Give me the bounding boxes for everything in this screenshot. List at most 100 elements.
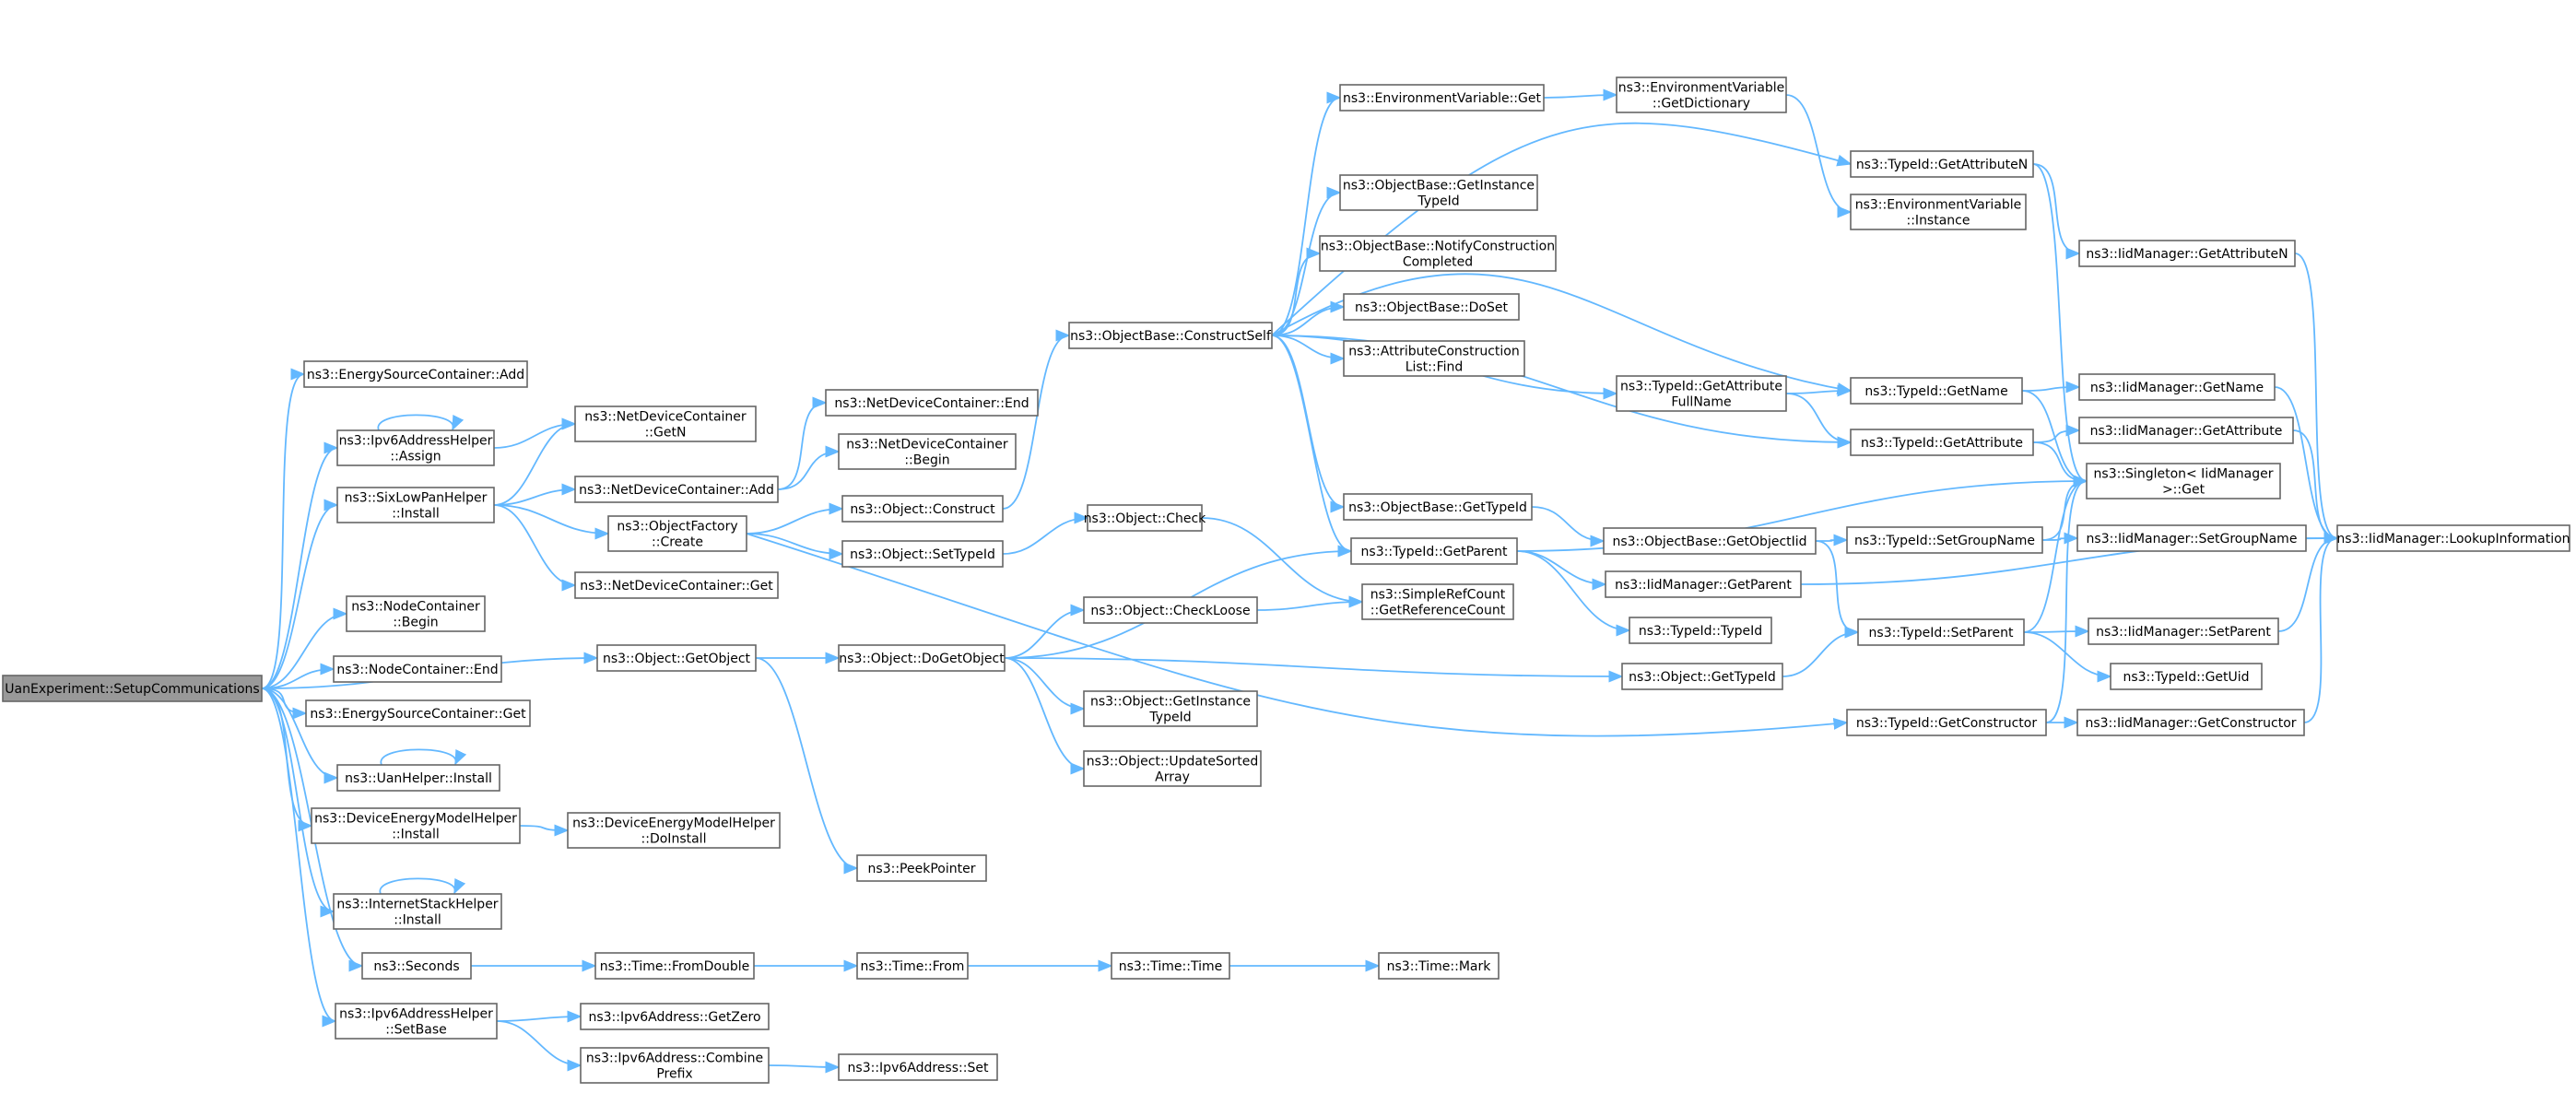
node-esc-get[interactable]: ns3::EnergySourceContainer::Get: [305, 699, 531, 727]
node-iid-getattribute[interactable]: ns3::IidManager::GetAttribute: [2078, 417, 2294, 444]
node-time-time[interactable]: ns3::Time::Time: [1111, 952, 1230, 980]
node-label: ::Install: [394, 913, 441, 928]
node-seconds[interactable]: ns3::Seconds: [361, 952, 472, 980]
node-of-create[interactable]: ns3::ObjectFactory::Create: [607, 515, 747, 552]
node-time-mark[interactable]: ns3::Time::Mark: [1378, 952, 1500, 980]
node-dem-doinstall[interactable]: ns3::DeviceEnergyModelHelper::DoInstall: [567, 812, 781, 849]
node-tid-getattributen[interactable]: ns3::TypeId::GetAttributeN: [1850, 150, 2034, 178]
node-box: [580, 1003, 770, 1030]
node-ndc-getn[interactable]: ns3::NetDeviceContainer::GetN: [574, 405, 757, 442]
node-iid-getparent[interactable]: ns3::IidManager::GetParent: [1605, 570, 1802, 598]
node-sixlow[interactable]: ns3::SixLowPanHelper::Install: [336, 487, 495, 523]
node-ob-gettypeid[interactable]: ns3::ObjectBase::GetTypeId: [1343, 493, 1533, 521]
node-tid-setparent[interactable]: ns3::TypeId::SetParent: [1857, 618, 2025, 646]
node-tid-getconstructor[interactable]: ns3::TypeId::GetConstructor: [1846, 709, 2047, 736]
node-box: [1068, 322, 1273, 349]
node-ev-getdict[interactable]: ns3::EnvironmentVariable::GetDictionary: [1616, 76, 1787, 113]
node-iid-getname[interactable]: ns3::IidManager::GetName: [2078, 373, 2276, 401]
node-ipv6-setbase[interactable]: ns3::Ipv6AddressHelper::SetBase: [335, 1003, 498, 1040]
node-label: ns3::Time::FromDouble: [600, 959, 750, 974]
node-box: [1603, 527, 1817, 555]
node-obj-gettypeid[interactable]: ns3::Object::GetTypeId: [1621, 663, 1783, 690]
node-ob-constructself[interactable]: ns3::ObjectBase::ConstructSelf: [1068, 322, 1273, 349]
node-label: ::Install: [392, 507, 440, 522]
node-tid-getattribute[interactable]: ns3::TypeId::GetAttribute: [1850, 429, 2034, 456]
node-obj-checkloose[interactable]: ns3::Object::CheckLoose: [1083, 596, 1258, 624]
node-src-getrefcount[interactable]: ns3::SimpleRefCount::GetReferenceCount: [1361, 583, 1514, 620]
node-tid-getuid[interactable]: ns3::TypeId::GetUid: [2110, 663, 2263, 690]
node-obj-settypeid[interactable]: ns3::Object::SetTypeId: [841, 540, 1004, 568]
node-root[interactable]: UanExperiment::SetupCommunications: [2, 675, 263, 702]
node-label: ns3::TypeId::GetAttribute: [1620, 380, 1782, 394]
edge-tid-getparent-to-tid-typeid: [1516, 550, 1631, 637]
edge-ipv6-assign-to-ipv6-assign: [377, 414, 465, 431]
node-ipv6-getzero[interactable]: ns3::Ipv6Address::GetZero: [580, 1003, 770, 1030]
node-iid-lookup[interactable]: ns3::IidManager::LookupInformation: [2336, 524, 2570, 552]
node-dem-install[interactable]: ns3::DeviceEnergyModelHelper::Install: [311, 807, 521, 844]
node-nc-begin[interactable]: ns3::NodeContainer::Begin: [346, 595, 486, 632]
node-esc-add[interactable]: ns3::EnergySourceContainer::Add: [303, 360, 528, 388]
node-peekpointer[interactable]: ns3::PeekPointer: [856, 854, 987, 882]
node-ob-getobjectiid[interactable]: ns3::ObjectBase::GetObjectIid: [1603, 527, 1817, 555]
edge-ndc-add-to-ndc-end: [777, 396, 828, 490]
node-obj-construct[interactable]: ns3::Object::Construct: [841, 495, 1004, 523]
node-uan-install[interactable]: ns3::UanHelper::Install: [336, 764, 500, 792]
node-box: [1343, 493, 1533, 521]
edge-obj-dogetobject-to-obj-updatesorted: [1004, 657, 1086, 775]
edge-root-to-ipv6-assign: [261, 441, 339, 689]
edge-tid-setparent-to-iid-setparent: [2023, 625, 2090, 638]
node-label: UanExperiment::SetupCommunications: [5, 682, 259, 697]
node-nc-end[interactable]: ns3::NodeContainer::End: [333, 655, 502, 683]
node-box: [838, 1053, 998, 1081]
node-box: [1319, 235, 1557, 272]
node-obj-check[interactable]: ns3::Object::Check: [1084, 504, 1206, 532]
node-iid-setparent[interactable]: ns3::IidManager::SetParent: [2088, 617, 2279, 645]
node-iid-getattributen[interactable]: ns3::IidManager::GetAttributeN: [2078, 240, 2296, 267]
node-tid-getname[interactable]: ns3::TypeId::GetName: [1850, 377, 2023, 405]
node-label: ns3::TypeId::SetParent: [1869, 626, 2014, 641]
node-label: ns3::Object::GetObject: [603, 652, 751, 666]
node-iid-setgroupname[interactable]: ns3::IidManager::SetGroupName: [2076, 524, 2307, 552]
node-ob-notify[interactable]: ns3::ObjectBase::NotifyConstructionCompl…: [1319, 235, 1557, 272]
edge-root-to-ipv6-setbase: [261, 688, 337, 1028]
node-ipv6-set[interactable]: ns3::Ipv6Address::Set: [838, 1053, 998, 1081]
node-obj-getobject[interactable]: ns3::Object::GetObject: [596, 644, 757, 672]
node-tid-setgroupname[interactable]: ns3::TypeId::SetGroupName: [1846, 526, 2043, 554]
node-time-from[interactable]: ns3::Time::From: [856, 952, 969, 980]
node-ndc-end[interactable]: ns3::NetDeviceContainer::End: [825, 389, 1039, 417]
node-ish-install[interactable]: ns3::InternetStackHelper::Install: [333, 893, 502, 930]
node-label: FullName: [1671, 395, 1731, 410]
node-label: ::Assign: [390, 450, 441, 464]
node-time-fromdouble[interactable]: ns3::Time::FromDouble: [594, 952, 755, 980]
node-ndc-begin[interactable]: ns3::NetDeviceContainer::Begin: [838, 433, 1017, 470]
node-ndc-get[interactable]: ns3::NetDeviceContainer::Get: [574, 571, 779, 599]
node-ipv6-assign[interactable]: ns3::Ipv6AddressHelper::Assign: [336, 429, 495, 466]
node-box: [2088, 617, 2279, 645]
node-label: ns3::NetDeviceContainer::End: [834, 396, 1029, 411]
node-box: [1343, 340, 1525, 377]
node-obj-dogetobject[interactable]: ns3::Object::DoGetObject: [838, 644, 1006, 672]
node-label: ::GetReferenceCount: [1370, 604, 1506, 618]
node-label: ns3::EnvironmentVariable: [1618, 81, 1785, 96]
node-iid-getconstructor[interactable]: ns3::IidManager::GetConstructor: [2076, 709, 2305, 736]
node-ob-doset[interactable]: ns3::ObjectBase::DoSet: [1343, 293, 1520, 321]
node-singleton-get[interactable]: ns3::Singleton< IidManager >::Get: [2086, 463, 2281, 499]
node-ev-get[interactable]: ns3::EnvironmentVariable::Get: [1339, 84, 1545, 112]
node-tid-getparent[interactable]: ns3::TypeId::GetParent: [1350, 537, 1518, 565]
node-ev-instance[interactable]: ns3::EnvironmentVariable::Instance: [1850, 194, 2027, 230]
node-label: ns3::Object::Construct: [850, 502, 995, 517]
node-label: ns3::EnergySourceContainer::Get: [310, 707, 526, 722]
node-label: ns3::TypeId::GetAttribute: [1861, 436, 2023, 451]
node-ndc-add[interactable]: ns3::NetDeviceContainer::Add: [574, 476, 779, 503]
node-label: Array: [1155, 770, 1190, 785]
edge-ish-install-to-ish-install: [379, 877, 466, 895]
edge-tid-getconstructor-to-singleton-get: [2045, 475, 2088, 723]
node-tid-typeid[interactable]: ns3::TypeId::TypeId: [1629, 617, 1772, 644]
